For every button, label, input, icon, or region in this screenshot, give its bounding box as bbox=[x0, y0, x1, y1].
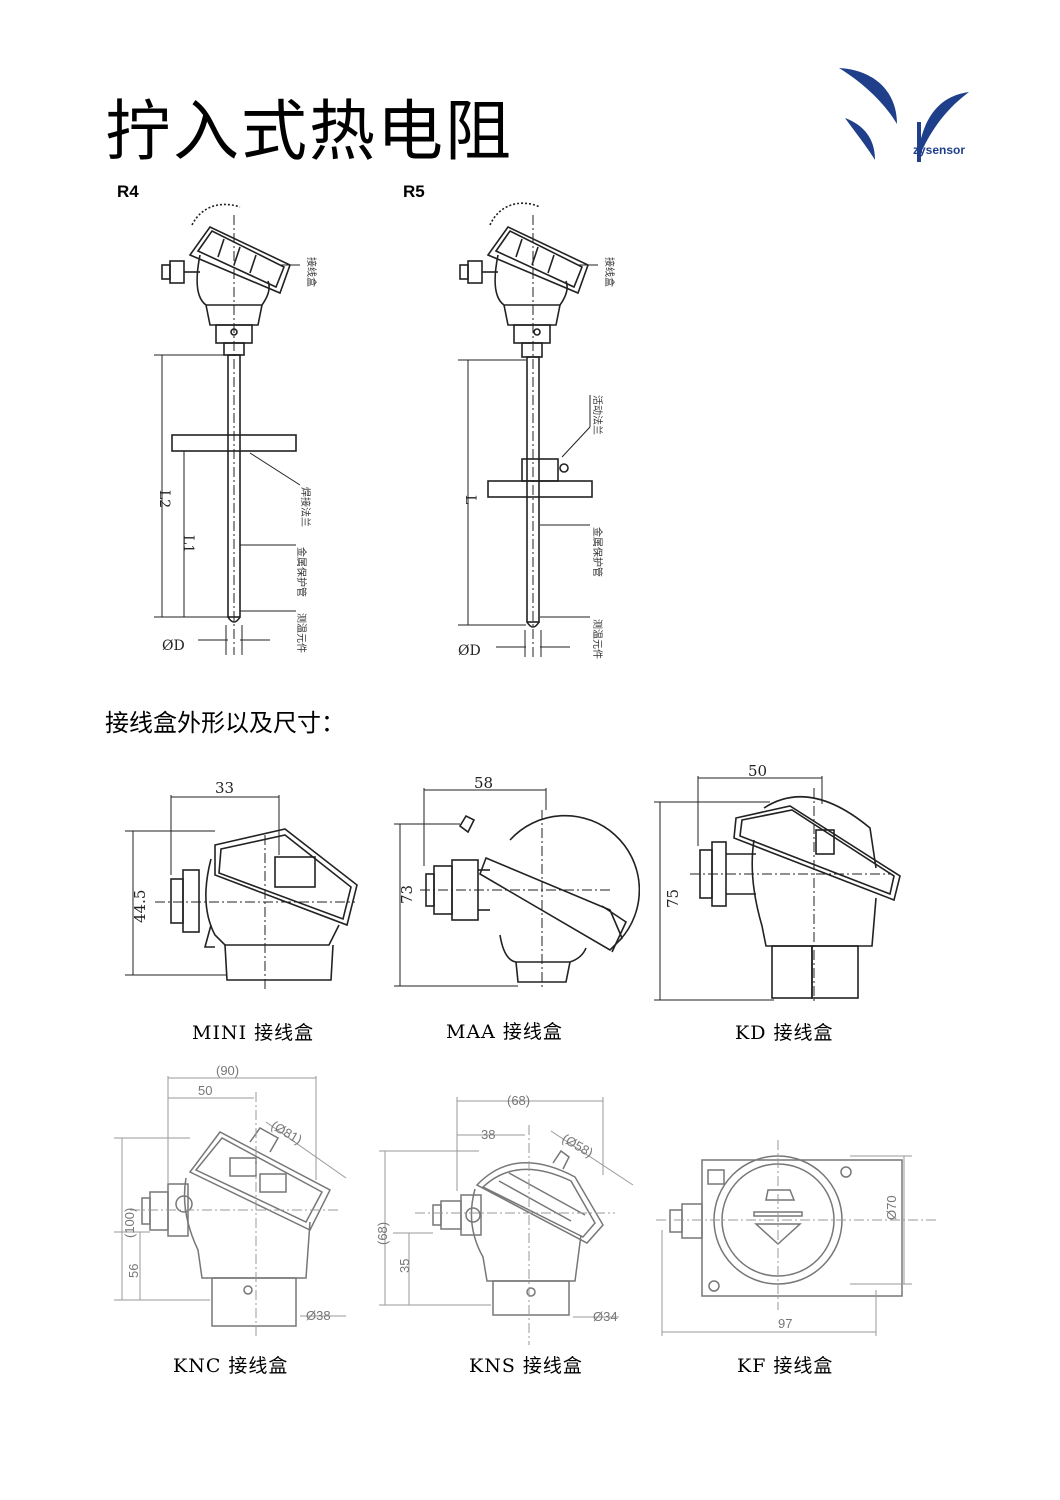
kf-width-label: 97 bbox=[778, 1316, 792, 1331]
r4-sheath-label: 金属保护管 bbox=[295, 547, 308, 597]
kd-head-drawing: 50 75 bbox=[654, 762, 901, 1003]
kf-caption: KF 接线盒 bbox=[737, 1355, 834, 1377]
model-r5-label: R5 bbox=[403, 182, 425, 201]
r4-flange-label: 焊接法兰 bbox=[299, 487, 312, 527]
kd-width-label: 50 bbox=[748, 762, 767, 780]
r4-l2-label: L2 bbox=[156, 490, 172, 508]
knc-cap-diameter-label: (Ø81) bbox=[269, 1118, 305, 1148]
section-heading: 接线盒外形以及尺寸： bbox=[105, 709, 345, 737]
r5-assembly-drawing: L ØD 接线盒 活动法兰 金属保护管 测温元件 bbox=[458, 202, 616, 659]
r4-l1-label: L1 bbox=[180, 535, 196, 553]
knc-caption: KNC 接线盒 bbox=[173, 1355, 289, 1377]
maa-height-label: 73 bbox=[398, 885, 416, 904]
kf-head-drawing: Ø70 97 bbox=[656, 1140, 936, 1336]
r4-assembly-drawing: L2 L1 ØD 接线盒 焊接法兰 金属保护管 测温元件 bbox=[154, 203, 318, 655]
kd-caption: KD 接线盒 bbox=[735, 1022, 834, 1044]
maa-head-drawing: 58 73 bbox=[394, 774, 640, 990]
r5-l-label: L bbox=[462, 495, 478, 504]
model-r4-label: R4 bbox=[117, 182, 139, 201]
maa-width-label: 58 bbox=[474, 774, 493, 792]
knc-overall-height-label: (100) bbox=[122, 1208, 137, 1238]
knc-neck-diameter-label: Ø38 bbox=[306, 1308, 331, 1323]
kns-overall-width-label: (68) bbox=[507, 1093, 530, 1108]
mini-width-label: 33 bbox=[215, 779, 234, 797]
kns-width-label: 38 bbox=[481, 1127, 495, 1142]
r5-element-label: 测温元件 bbox=[591, 619, 604, 659]
r4-element-label: 测温元件 bbox=[295, 613, 308, 653]
maa-caption: MAA 接线盒 bbox=[446, 1021, 563, 1043]
r5-sheath-label: 金属保护管 bbox=[591, 527, 604, 577]
r4-head-label: 接线盒 bbox=[305, 257, 318, 287]
r5-head-label: 接线盒 bbox=[603, 257, 616, 287]
knc-height-label: 56 bbox=[126, 1264, 141, 1278]
knc-width-label: 50 bbox=[198, 1083, 212, 1098]
mini-head-drawing: 33 44.5 bbox=[125, 779, 358, 990]
kns-overall-height-label: (68) bbox=[375, 1222, 390, 1245]
kns-head-drawing: (68) 38 (Ø58) (68) 35 Ø34 bbox=[375, 1093, 634, 1345]
mini-height-label: 44.5 bbox=[131, 890, 149, 923]
logo-text: zysensor bbox=[913, 143, 966, 157]
kd-height-label: 75 bbox=[664, 889, 682, 908]
page-title: 拧入式热电阻 bbox=[105, 93, 513, 170]
kns-neck-diameter-label: Ø34 bbox=[593, 1309, 618, 1324]
mini-caption: MINI 接线盒 bbox=[192, 1022, 315, 1044]
zysensor-logo bbox=[839, 68, 969, 162]
kns-height-label: 35 bbox=[397, 1259, 412, 1273]
r5-diameter-label: ØD bbox=[458, 643, 481, 659]
knc-head-drawing: (90) 50 (Ø81) (100) 56 Ø38 bbox=[114, 1063, 347, 1337]
kf-diameter-label: Ø70 bbox=[884, 1195, 899, 1220]
r4-diameter-label: ØD bbox=[162, 638, 185, 654]
r5-movable-flange-label: 活动法兰 bbox=[591, 395, 604, 435]
knc-overall-width-label: (90) bbox=[216, 1063, 239, 1078]
kns-caption: KNS 接线盒 bbox=[469, 1355, 583, 1377]
kns-cap-diameter-label: (Ø58) bbox=[560, 1131, 596, 1161]
